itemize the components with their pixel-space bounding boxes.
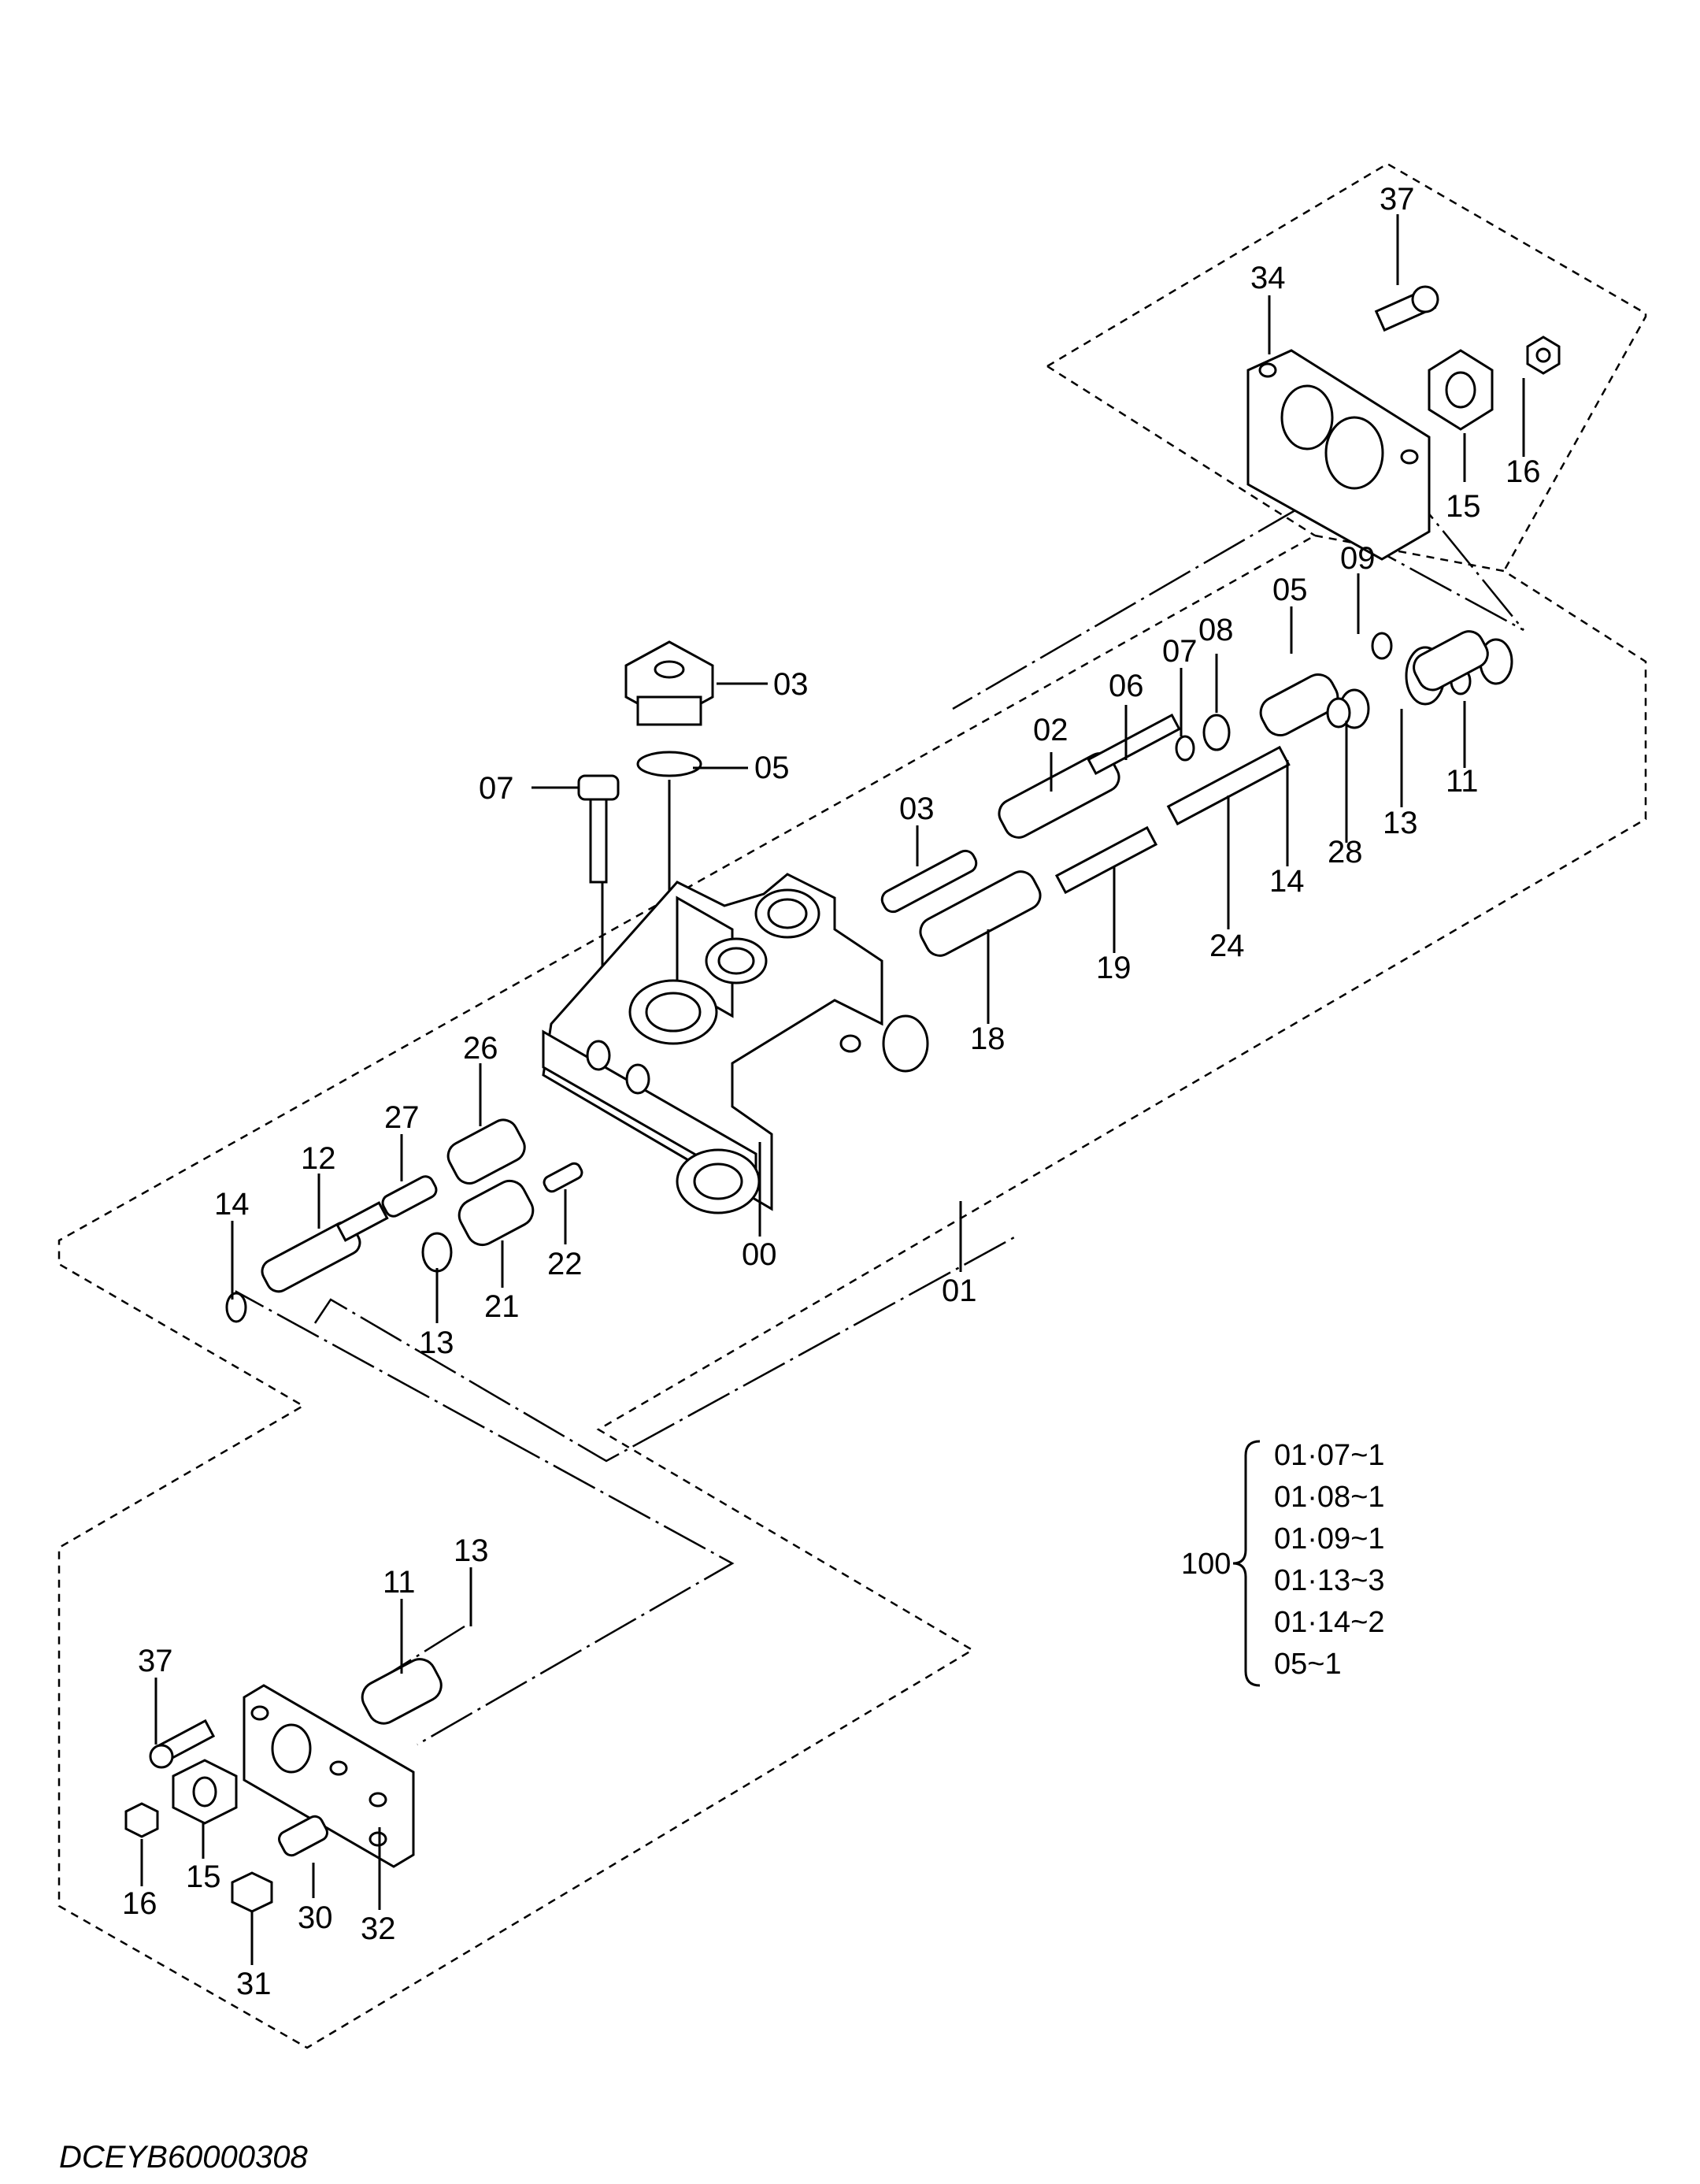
- cover-plate-group-top: [1246, 285, 1561, 561]
- callout-24: 24: [1209, 929, 1245, 963]
- leader-lines: [140, 214, 1525, 1965]
- figure-reference: DCEYB60000308: [59, 2140, 309, 2175]
- callout-03-upper: 03: [773, 667, 809, 702]
- callout-06: 06: [1109, 669, 1144, 703]
- upper-plug-and-bolt: [577, 640, 714, 884]
- callout-11-bottom: 11: [383, 1565, 416, 1600]
- callout-labels: 37 34 16 15 09 05 08 07 06 02 03 05 07 0…: [122, 182, 1541, 2001]
- callout-13-left: 13: [419, 1326, 454, 1360]
- callout-28: 28: [1328, 835, 1363, 870]
- callout-14-right: 14: [1269, 864, 1305, 899]
- kit-list: 100 01·07~1 01·08~1 01·09~1 01·13~3 01·1…: [1181, 1439, 1385, 1687]
- callout-13-right: 13: [1383, 806, 1418, 840]
- callout-13-bottom: 13: [454, 1533, 489, 1568]
- callout-19: 19: [1096, 951, 1131, 985]
- callout-27: 27: [384, 1100, 420, 1135]
- kit-item: 01·09~1: [1274, 1522, 1385, 1555]
- kit-brace: [1232, 1440, 1261, 1687]
- callout-01: 01: [942, 1274, 977, 1308]
- callout-05-right: 05: [1272, 573, 1308, 607]
- callout-00: 00: [742, 1237, 777, 1272]
- callout-30: 30: [298, 1900, 333, 1935]
- callout-32: 32: [361, 1911, 396, 1946]
- kit-number: 100: [1181, 1548, 1231, 1581]
- cover-plate-group-bottom: [124, 1658, 443, 1913]
- callout-21: 21: [484, 1289, 520, 1324]
- callout-26: 26: [463, 1031, 498, 1066]
- callout-14-left: 14: [214, 1187, 250, 1222]
- assembly-centerlines: [231, 459, 1524, 1805]
- callout-12: 12: [301, 1141, 336, 1176]
- kit-item: 01·07~1: [1274, 1439, 1385, 1472]
- callout-05-upper: 05: [754, 751, 790, 785]
- callout-07-bolt: 07: [479, 771, 514, 806]
- kit-item: 01·08~1: [1274, 1481, 1385, 1514]
- right-spool-parts: [880, 630, 1513, 957]
- callout-09: 09: [1340, 541, 1376, 576]
- callout-02: 02: [1033, 713, 1069, 747]
- callout-37-top: 37: [1380, 182, 1415, 217]
- left-side-parts: [225, 1118, 583, 1323]
- callout-34: 34: [1250, 261, 1286, 295]
- callout-15-top: 15: [1446, 489, 1481, 524]
- callout-18: 18: [970, 1022, 1006, 1056]
- callout-07-right: 07: [1162, 634, 1198, 669]
- callout-31: 31: [236, 1967, 272, 2001]
- callout-22: 22: [547, 1247, 583, 1281]
- callout-16-top: 16: [1506, 454, 1541, 489]
- valve-body: [542, 873, 929, 1214]
- kit-item: 05~1: [1274, 1648, 1342, 1681]
- kit-item: 01·14~2: [1274, 1606, 1385, 1639]
- callout-08: 08: [1198, 613, 1234, 647]
- assembly-boundaries: [57, 162, 1647, 2049]
- callout-16-bottom: 16: [122, 1886, 157, 1921]
- callout-15-bottom: 15: [186, 1860, 221, 1894]
- callout-37-bottom: 37: [138, 1644, 173, 1678]
- callout-03-mid: 03: [899, 792, 935, 826]
- callout-11-top: 11: [1446, 764, 1479, 799]
- kit-item: 01·13~3: [1274, 1564, 1385, 1597]
